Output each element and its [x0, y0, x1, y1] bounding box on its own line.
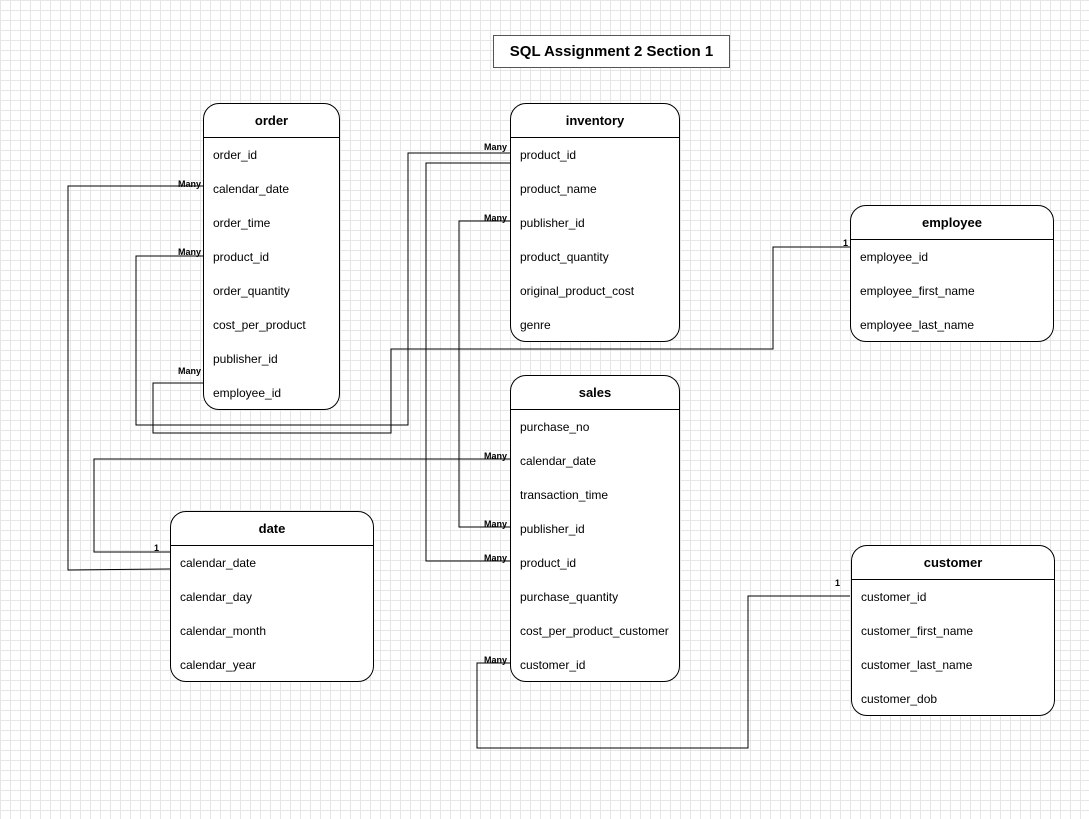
link-order-date — [67, 185, 204, 571]
cardinality-many-label: Many — [484, 655, 508, 665]
sales-field: transaction_time — [520, 488, 609, 502]
order-field: order_time — [213, 216, 271, 230]
cardinality-many-label: Many — [484, 451, 508, 461]
entity-sales-header: sales — [511, 376, 679, 410]
cardinality-many-label: Many — [178, 366, 202, 376]
employee-field: employee_first_name — [860, 284, 975, 298]
link-sales-customer — [476, 595, 850, 749]
inventory-field: genre — [520, 318, 551, 332]
sales-field: customer_id — [520, 658, 586, 672]
order-field: cost_per_product — [213, 318, 306, 332]
inventory-field: product_id — [520, 148, 577, 162]
date-field: calendar_month — [180, 624, 267, 638]
entity-inventory[interactable]: inventory product_id product_name publis… — [510, 103, 680, 342]
link-inventory-sales-product — [425, 162, 510, 562]
customer-field: customer_first_name — [861, 624, 974, 638]
inventory-field: original_product_cost — [520, 284, 635, 298]
order-field: order_quantity — [213, 284, 290, 298]
entity-date-header: date — [171, 512, 373, 546]
inventory-field: product_name — [520, 182, 597, 196]
cardinality-many-label: Many — [484, 213, 508, 223]
order-field: calendar_date — [213, 182, 290, 196]
cardinality-many-label: Many — [484, 553, 508, 563]
entity-date[interactable]: date calendar_date calendar_day calendar… — [170, 511, 374, 682]
entity-sales[interactable]: sales purchase_no calendar_date transact… — [510, 375, 680, 682]
cardinality-one-label: 1 — [154, 543, 160, 553]
date-field: calendar_day — [180, 590, 253, 604]
inventory-field: publisher_id — [520, 216, 585, 230]
cardinality-one-label: 1 — [835, 578, 841, 588]
link-order-inventory-product — [135, 152, 510, 426]
entity-customer[interactable]: customer customer_id customer_first_name… — [851, 545, 1055, 716]
sales-field: publisher_id — [520, 522, 585, 536]
order-field: order_id — [213, 148, 258, 162]
date-field: calendar_date — [180, 556, 257, 570]
customer-field: customer_id — [861, 590, 927, 604]
employee-field: employee_id — [860, 250, 929, 264]
sales-field: purchase_no — [520, 420, 590, 434]
inventory-field: product_quantity — [520, 250, 609, 264]
cardinality-many-label: Many — [484, 142, 508, 152]
date-field: calendar_year — [180, 658, 257, 672]
cardinality-many-label: Many — [178, 179, 202, 189]
employee-field: employee_last_name — [860, 318, 975, 332]
entity-employee-header: employee — [851, 206, 1053, 240]
cardinality-one-label: 1 — [843, 238, 849, 248]
customer-field: customer_dob — [861, 692, 938, 706]
diagram-title: SQL Assignment 2 Section 1 — [493, 35, 730, 68]
order-field: publisher_id — [213, 352, 278, 366]
entity-employee[interactable]: employee employee_id employee_first_name… — [850, 205, 1054, 342]
cardinality-many-label: Many — [178, 247, 202, 257]
sales-field: cost_per_product_customer — [520, 624, 669, 638]
order-field: product_id — [213, 250, 270, 264]
sales-field: calendar_date — [520, 454, 597, 468]
sales-field: product_id — [520, 556, 577, 570]
entity-order-header: order — [204, 104, 339, 138]
link-order-employee — [152, 246, 850, 434]
entity-order[interactable]: order order_id calendar_date order_time … — [203, 103, 340, 410]
cardinality-many-label: Many — [484, 519, 508, 529]
entity-customer-header: customer — [852, 546, 1054, 580]
link-inventory-sales-publisher — [458, 220, 510, 528]
link-sales-date — [93, 458, 510, 553]
sales-field: purchase_quantity — [520, 590, 619, 604]
entity-inventory-header: inventory — [511, 104, 679, 138]
order-field: employee_id — [213, 386, 282, 400]
customer-field: customer_last_name — [861, 658, 973, 672]
